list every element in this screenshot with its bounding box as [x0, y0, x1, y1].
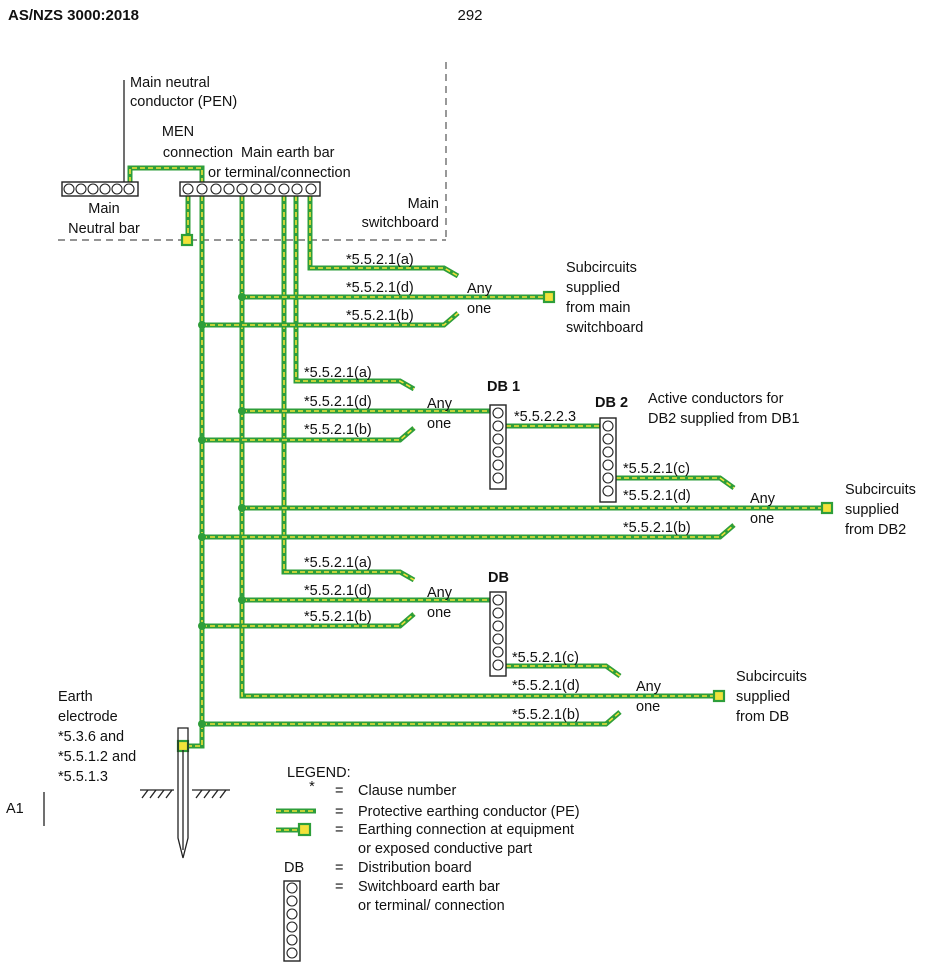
pen-label-line2: conductor (PEN) — [130, 94, 237, 110]
any-label: Any — [427, 585, 453, 601]
clause-label: *5.5.2.1(b) — [623, 520, 691, 536]
neutral-bar-earthing-connection — [180, 233, 194, 247]
db2-label: DB 2 — [595, 395, 628, 411]
main-earth-bar-label-line2: or terminal/connection — [208, 165, 351, 181]
legend-pe-desc: Protective earthing conductor (PE) — [358, 804, 580, 820]
subcircuits-db2-line2: supplied — [845, 502, 899, 518]
electrode-label-line4: *5.5.1.2 and — [58, 749, 136, 765]
any-label: Any — [427, 396, 453, 412]
db2-subcircuit-earthing-connection — [820, 501, 834, 515]
electrode-label-line5: *5.5.1.3 — [58, 769, 108, 785]
one-label: one — [636, 699, 660, 715]
one-label: one — [427, 416, 451, 432]
legend-connection-desc-line1: Earthing connection at equipment — [358, 822, 574, 838]
any-label: Any — [750, 491, 776, 507]
main-subcircuit-earthing-connection — [542, 290, 556, 304]
subcircuits-main-line4: switchboard — [566, 320, 643, 336]
legend-star-desc: Clause number — [358, 783, 456, 799]
legend-db-desc: Distribution board — [358, 860, 472, 876]
subcircuits-db-line3: from DB — [736, 709, 789, 725]
clause-label: *5.5.2.1(d) — [304, 394, 372, 410]
clause-label: *5.5.2.1(a) — [346, 252, 414, 268]
subcircuits-db-line2: supplied — [736, 689, 790, 705]
main-switchboard-label-line1: Main — [408, 196, 439, 212]
legend-bar-desc-line2: or terminal/ connection — [358, 898, 505, 914]
db-earth-bar — [489, 591, 507, 677]
clause-label: *5.5.2.1(c) — [623, 461, 690, 477]
subcircuits-db2-line3: from DB2 — [845, 522, 906, 538]
clause-label: *5.5.2.1(d) — [512, 678, 580, 694]
clause-label: *5.5.2.1(b) — [304, 609, 372, 625]
db1-earth-bar — [489, 404, 507, 490]
electrode-earthing-connection — [176, 739, 190, 753]
earth-electrode — [140, 727, 230, 859]
legend-db-symbol: DB — [284, 860, 304, 876]
page-number: 292 — [457, 7, 482, 24]
subcircuits-main-line1: Subcircuits — [566, 260, 637, 276]
electrode-label-line2: electrode — [58, 709, 118, 725]
clause-label: *5.5.2.1(b) — [346, 308, 414, 324]
active-conductors-line1: Active conductors for — [648, 391, 784, 407]
main-switchboard-label-line2: switchboard — [362, 215, 439, 231]
legend-equals: = — [335, 783, 343, 799]
clause-label: *5.5.2.1(d) — [346, 280, 414, 296]
junction-dots — [198, 293, 246, 728]
db1-label: DB 1 — [487, 379, 520, 395]
main-neutral-bar — [61, 181, 139, 197]
electrode-label-line3: *5.3.6 and — [58, 729, 124, 745]
clause-label: *5.5.2.2.3 — [514, 409, 576, 425]
clause-label: *5.5.2.1(c) — [512, 650, 579, 666]
subcircuits-db2-line1: Subcircuits — [845, 482, 916, 498]
legend-bar-desc-line1: Switchboard earth bar — [358, 879, 500, 895]
legend-equals: = — [335, 860, 343, 876]
clause-label: *5.5.2.1(a) — [304, 555, 372, 571]
legend-equals: = — [335, 822, 343, 838]
main-earth-bar — [179, 181, 321, 197]
subcircuits-main-line2: supplied — [566, 280, 620, 296]
legend-connection-desc-line2: or exposed conductive part — [358, 841, 532, 857]
db-label: DB — [488, 570, 509, 586]
electrode-label-line1: Earth — [58, 689, 93, 705]
any-label: Any — [467, 281, 493, 297]
one-label: one — [750, 511, 774, 527]
db-subcircuit-earthing-connection — [712, 689, 726, 703]
legend-title: LEGEND: — [287, 765, 351, 781]
subcircuits-db-line1: Subcircuits — [736, 669, 807, 685]
legend: LEGEND: * = Clause number = Protective e… — [276, 765, 580, 962]
subcircuits-main-line3: from main — [566, 300, 630, 316]
neutral-bar-label-line1: Main — [88, 201, 119, 217]
men-label-line1: MEN — [162, 124, 194, 140]
pen-label-line1: Main neutral — [130, 75, 210, 91]
neutral-bar-label-line2: Neutral bar — [68, 221, 140, 237]
active-conductors-line2: DB2 supplied from DB1 — [648, 411, 800, 427]
clause-label: *5.5.2.1(a) — [304, 365, 372, 381]
legend-star-symbol: * — [309, 779, 315, 795]
standard-code: AS/NZS 3000:2018 — [8, 7, 139, 24]
legend-equals: = — [335, 879, 343, 895]
db2-earth-bar — [599, 417, 617, 503]
clause-label: *5.5.2.1(b) — [512, 707, 580, 723]
main-earth-bar-label-line1: Main earth bar — [241, 145, 335, 161]
clause-label: *5.5.2.1(b) — [304, 422, 372, 438]
amendment-label: A1 — [6, 801, 24, 817]
clause-label: *5.5.2.1(d) — [304, 583, 372, 599]
legend-equals: = — [335, 804, 343, 820]
clause-label: *5.5.2.1(d) — [623, 488, 691, 504]
any-label: Any — [636, 679, 662, 695]
main-switchboard-boundary — [58, 62, 447, 241]
pe-conductor-network — [127, 165, 826, 749]
men-label-line2: connection — [163, 145, 233, 161]
one-label: one — [467, 301, 491, 317]
one-label: one — [427, 605, 451, 621]
legend-earth-bar-symbol — [283, 880, 301, 962]
